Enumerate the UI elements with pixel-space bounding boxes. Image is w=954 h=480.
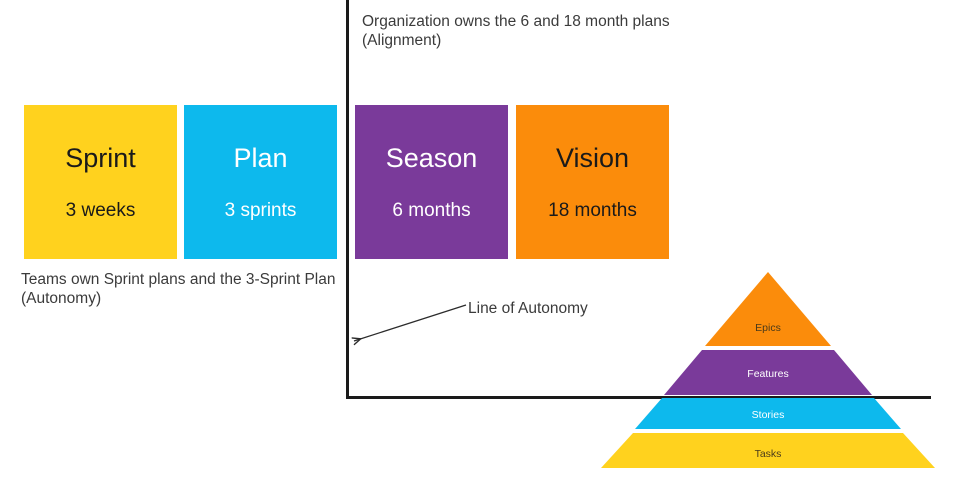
tile-plan[interactable]: Plan 3 sprints: [184, 105, 337, 259]
tile-season-title: Season: [385, 143, 478, 173]
teams-caption: Teams own Sprint plans and the 3-Sprint …: [21, 271, 336, 307]
tile-vision-subtitle: 18 months: [548, 200, 637, 221]
tile-season[interactable]: Season 6 months: [355, 105, 508, 259]
tile-sprint-title: Sprint: [65, 143, 136, 173]
pyramid-label-epics: Epics: [755, 322, 781, 334]
pyramid-layer-epics[interactable]: [705, 272, 831, 346]
work-item-pyramid: Epics Features Stories Tasks: [601, 272, 935, 468]
pyramid-label-tasks: Tasks: [755, 448, 782, 460]
tile-season-subtitle: 6 months: [392, 200, 471, 221]
vertical-divider-line: [346, 0, 349, 399]
tile-vision-title: Vision: [555, 143, 630, 173]
pyramid-label-features: Features: [747, 368, 788, 380]
line-of-autonomy-label: Line of Autonomy: [468, 300, 588, 317]
pyramid-layer-tasks[interactable]: [601, 433, 935, 468]
tile-vision[interactable]: Vision 18 months: [516, 105, 669, 259]
pyramid-layer-stories[interactable]: [635, 398, 901, 429]
pyramid-layer-features[interactable]: [664, 350, 872, 395]
tile-plan-title: Plan: [233, 143, 288, 173]
horizontal-autonomy-line: [346, 396, 931, 399]
tile-sprint[interactable]: Sprint 3 weeks: [24, 105, 177, 259]
organization-caption: Organization owns the 6 and 18 month pla…: [362, 13, 670, 49]
pyramid-label-stories: Stories: [752, 409, 785, 421]
tile-sprint-subtitle: 3 weeks: [65, 200, 136, 221]
tile-plan-subtitle: 3 sprints: [224, 200, 297, 221]
autonomy-arrow-icon: [344, 304, 467, 349]
